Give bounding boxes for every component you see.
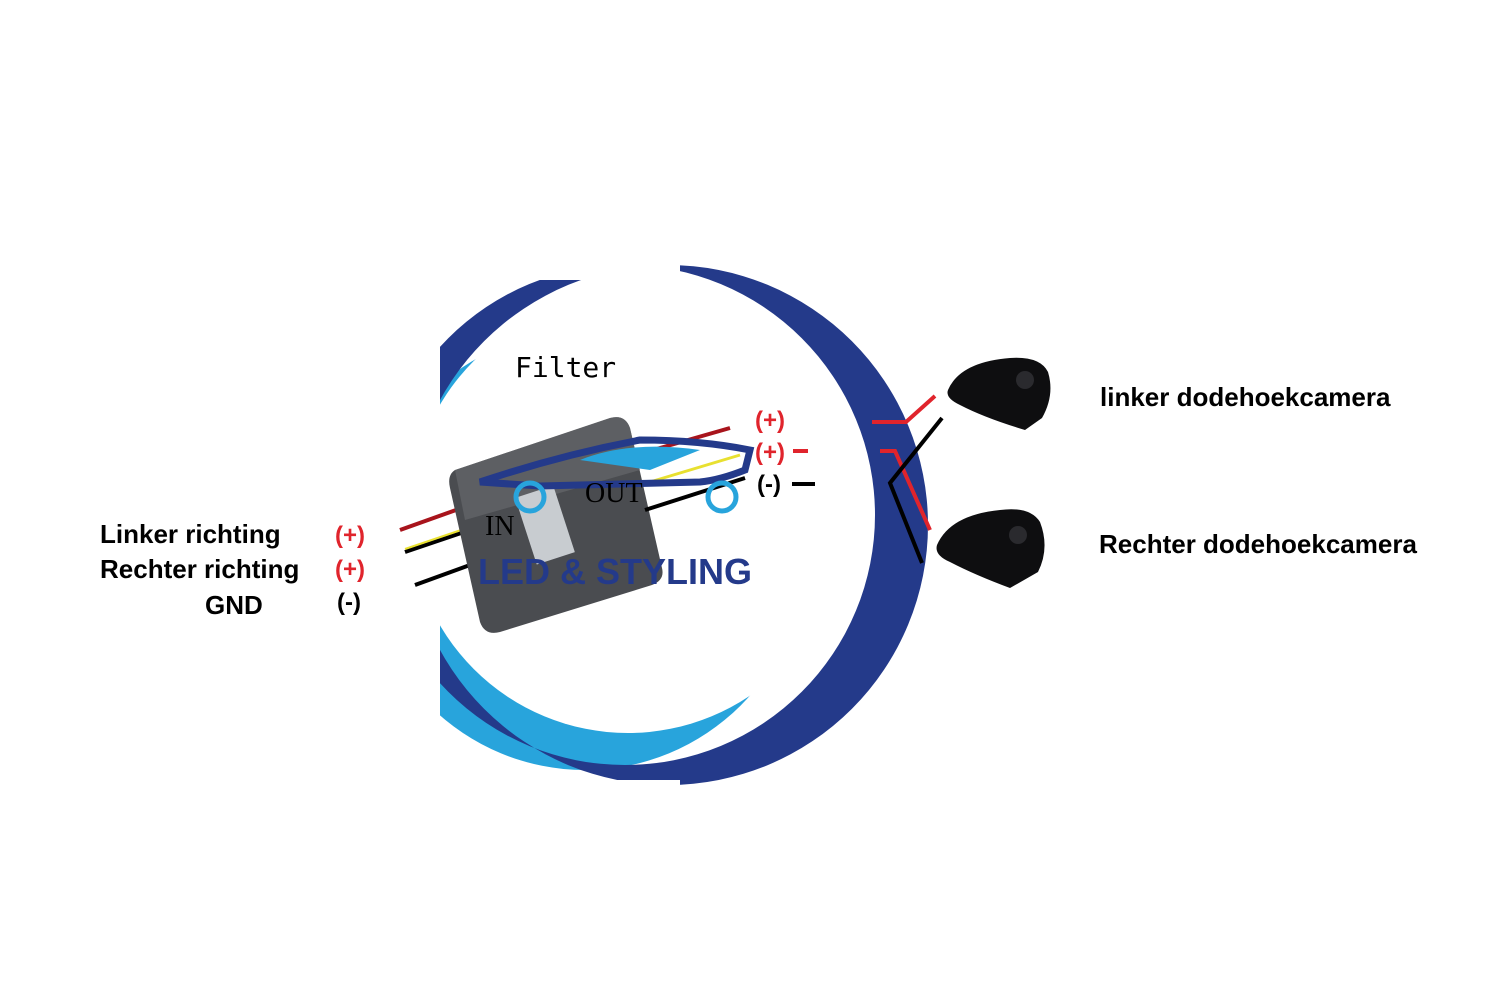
input-polarity-right: (+) — [335, 556, 365, 583]
output-polarity-2: (+) — [755, 439, 785, 466]
filter-title: Filter — [515, 351, 616, 384]
output-polarity-1: (+) — [755, 407, 785, 434]
input-polarity-left: (+) — [335, 522, 365, 549]
output-wires — [478, 394, 944, 564]
output-polarity-3: (-) — [757, 471, 781, 498]
in-label: IN — [485, 511, 515, 542]
camera-label-right: Rechter dodehoekcamera — [1099, 529, 1417, 559]
camera-lens-icon — [1016, 371, 1034, 389]
right-camera — [936, 509, 1045, 588]
camera-lens-icon — [1009, 526, 1027, 544]
input-label-right: Rechter richting — [100, 554, 299, 584]
watermark-text: LED & STYLING — [478, 551, 752, 592]
input-polarity-gnd: (-) — [337, 589, 361, 616]
out-label: OUT — [585, 478, 643, 509]
input-label-gnd: GND — [205, 590, 263, 620]
camera-label-left: linker dodehoekcamera — [1100, 382, 1391, 412]
input-label-left: Linker richting — [100, 519, 281, 549]
left-camera — [947, 357, 1051, 430]
